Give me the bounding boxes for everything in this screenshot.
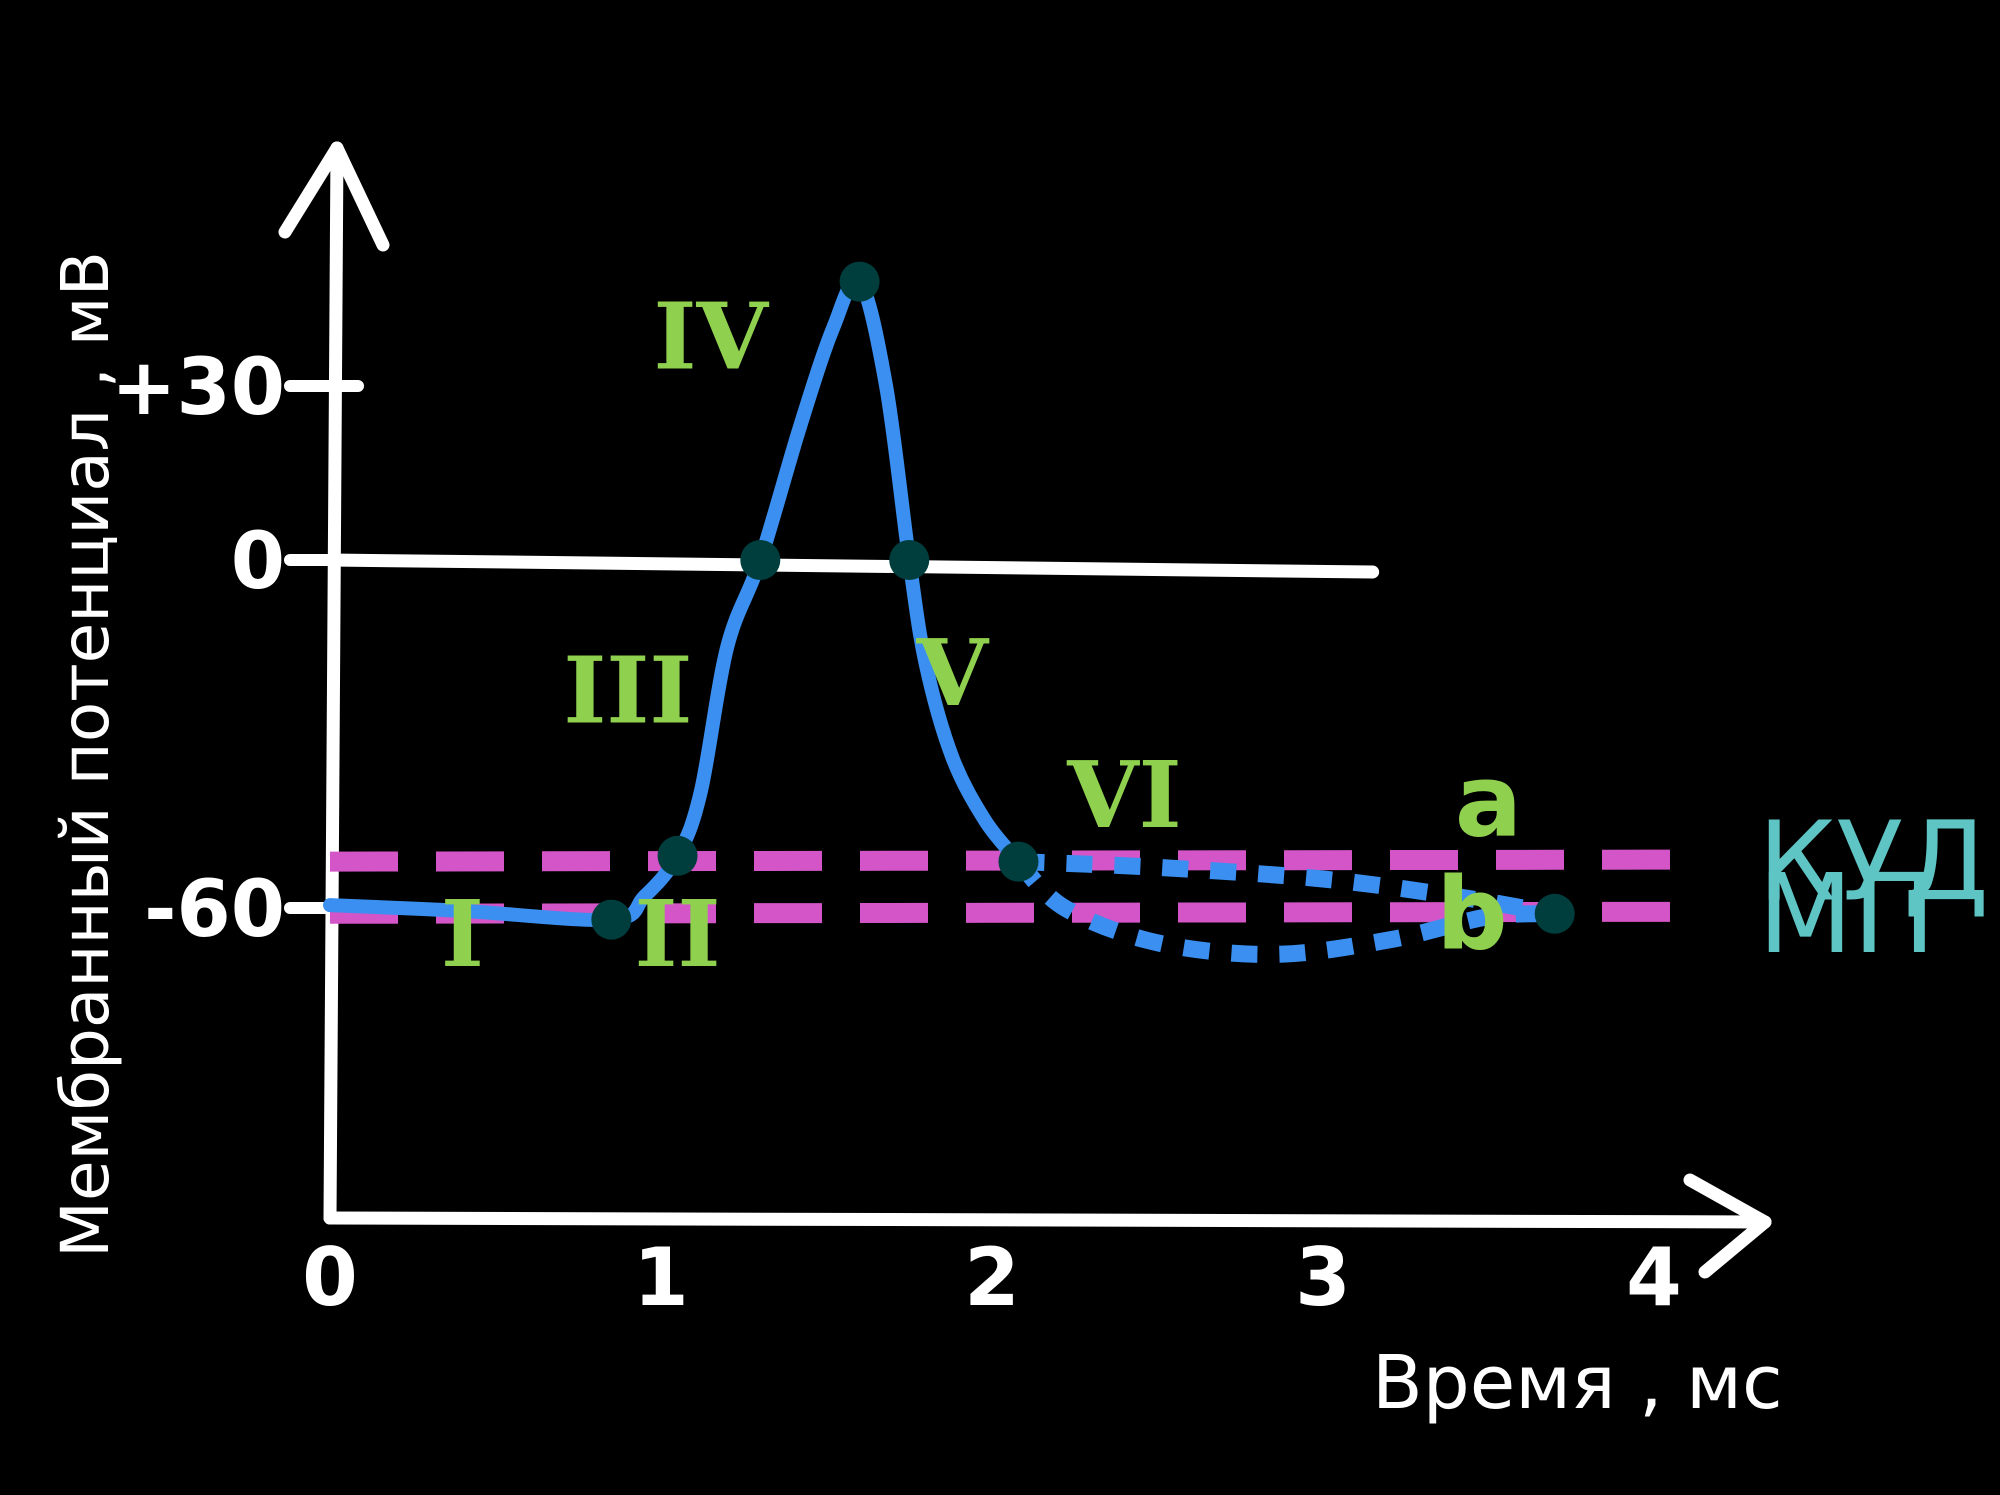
phase-label: IV — [653, 283, 769, 391]
y-tick-label: 0 — [231, 517, 285, 607]
key-point-marker — [657, 835, 698, 876]
y-tick-label: -60 — [144, 865, 285, 955]
x-tick-label: 3 — [1295, 1231, 1351, 1324]
x-axis — [323, 1211, 1772, 1229]
y-axis-label: Мембранный потенциал , мВ — [47, 251, 124, 1258]
key-point-marker — [998, 841, 1039, 882]
threshold-label: КУД — [1758, 798, 1989, 926]
action-potential-line — [323, 272, 1026, 927]
dotted-series-line — [1012, 855, 1556, 963]
phase-label: VI — [1066, 741, 1181, 849]
key-point-marker — [839, 261, 880, 302]
y-axis — [323, 141, 344, 1225]
key-point-marker — [889, 540, 930, 580]
phase-label: II — [635, 880, 721, 988]
key-point-marker — [591, 899, 632, 940]
key-point-marker — [1534, 893, 1575, 934]
x-tick-label: 1 — [633, 1231, 689, 1324]
x-axis-arrowhead — [1683, 1173, 1772, 1279]
series-group — [323, 272, 1557, 963]
axis-ticks: 0 1 2 3 4 +30 0 -60 — [111, 343, 1682, 1324]
phase-label: I — [441, 880, 484, 988]
x-tick-label: 4 — [1626, 1231, 1682, 1324]
x-tick-label: 0 — [302, 1231, 358, 1324]
x-tick-label: 2 — [964, 1231, 1020, 1324]
curve-label: a — [1455, 743, 1522, 860]
key-point-marker — [740, 540, 781, 580]
threshold-label: МП — [1758, 850, 1936, 978]
x-axis-label: Время , мс — [1372, 1340, 1783, 1426]
zero-line — [323, 553, 1380, 579]
key-points — [591, 261, 1575, 940]
phase-label: III — [563, 636, 692, 744]
curve-label: b — [1436, 856, 1508, 973]
phase-label: V — [916, 619, 990, 727]
y-tick-label: +30 — [111, 343, 285, 433]
y-axis-arrowhead — [278, 141, 390, 252]
dotted-series-line — [1018, 853, 1557, 923]
